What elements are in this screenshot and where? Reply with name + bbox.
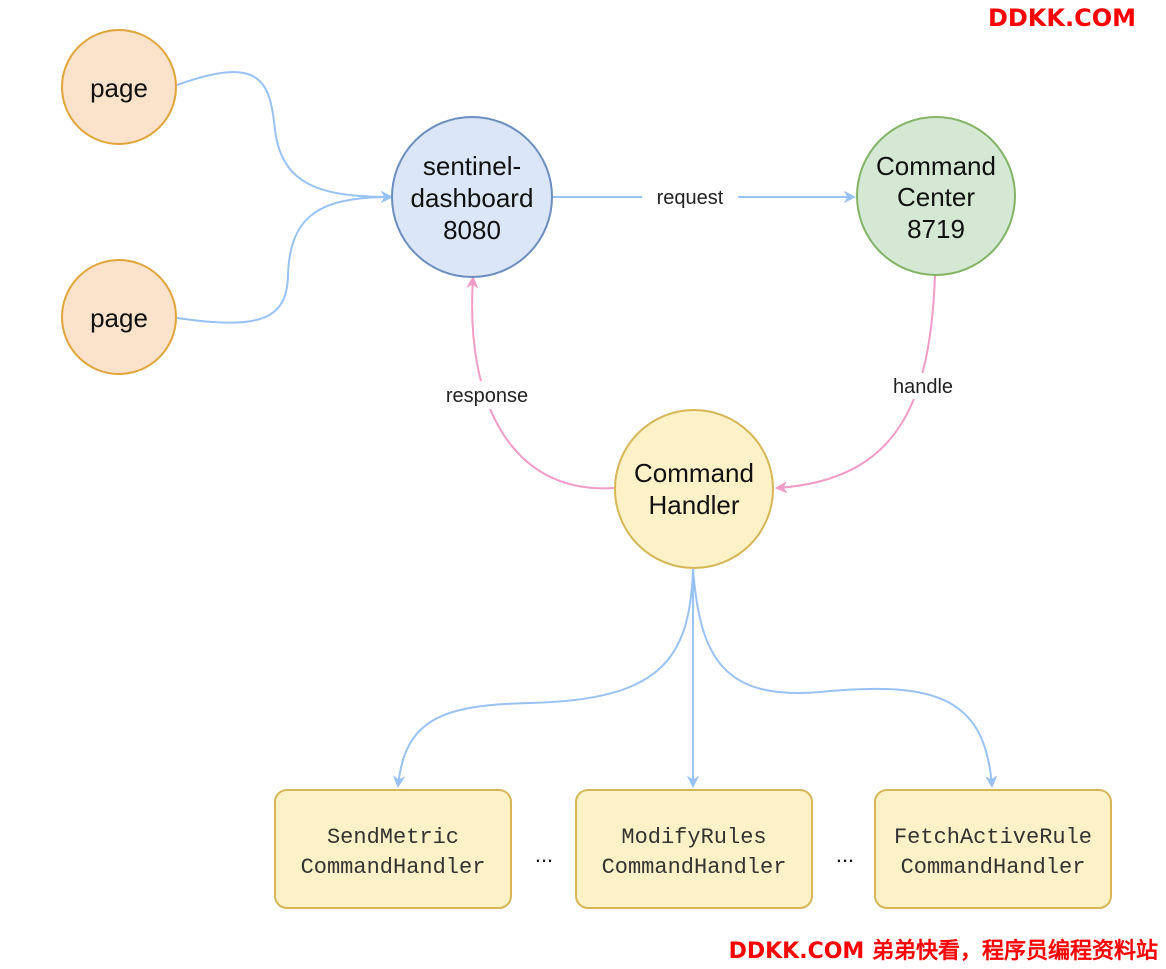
send-metric-box: SendMetric CommandHandler — [274, 789, 512, 909]
dashboard-node: sentinel- dashboard 8080 — [391, 116, 553, 278]
fetch-active-rule-line-2: CommandHandler — [901, 855, 1086, 880]
watermark-bottom: DDKK.COM 弟弟快看，程序员编程资料站 — [728, 939, 1158, 964]
command-center-line-2: Center — [897, 182, 975, 212]
edge-labels: request handle response — [430, 184, 964, 409]
command-handler-line-2: Handler — [648, 490, 739, 520]
ellipsis-1: ... — [535, 842, 553, 867]
edge-response — [472, 278, 615, 490]
command-center-node: Command Center 8719 — [856, 116, 1016, 276]
ellipsis-2: ... — [836, 842, 854, 867]
response-label: response — [446, 385, 528, 407]
command-handler-line-1: Command — [634, 458, 754, 488]
modify-rules-box: ModifyRules CommandHandler — [575, 789, 813, 909]
edge-handler-to-fetchactiverule — [692, 568, 992, 786]
fetch-active-rule-line-1: FetchActiveRule — [894, 825, 1092, 850]
edge-page2-to-dashboard — [176, 197, 391, 324]
command-center-line-1: Command — [876, 151, 996, 181]
request-label-bg — [642, 184, 738, 210]
page-node-2: page — [61, 259, 177, 375]
page-node-1-label: page — [90, 73, 148, 103]
response-label-bg — [430, 381, 544, 409]
command-center-line-3: 8719 — [907, 214, 965, 244]
edge-handler-to-sendmetric — [398, 568, 694, 786]
handle-label: handle — [893, 376, 953, 398]
request-label: request — [657, 187, 724, 209]
edge-handle — [777, 275, 936, 488]
edge-page1-to-dashboard — [176, 71, 391, 197]
modify-rules-line-1: ModifyRules — [621, 825, 766, 850]
fetch-active-rule-box: FetchActiveRule CommandHandler — [874, 789, 1112, 909]
send-metric-line-1: SendMetric — [327, 825, 459, 850]
handle-label-bg — [882, 373, 964, 399]
modify-rules-line-2: CommandHandler — [602, 855, 787, 880]
command-handler-node: Command Handler — [614, 409, 774, 569]
watermark-top: DDKK.COM — [987, 4, 1136, 32]
page-node-1: page — [61, 29, 177, 145]
dashboard-line-1: sentinel- — [423, 151, 521, 181]
dashboard-line-3: 8080 — [443, 215, 501, 245]
dashboard-line-2: dashboard — [411, 183, 534, 213]
page-node-2-label: page — [90, 303, 148, 333]
send-metric-line-2: CommandHandler — [301, 855, 486, 880]
